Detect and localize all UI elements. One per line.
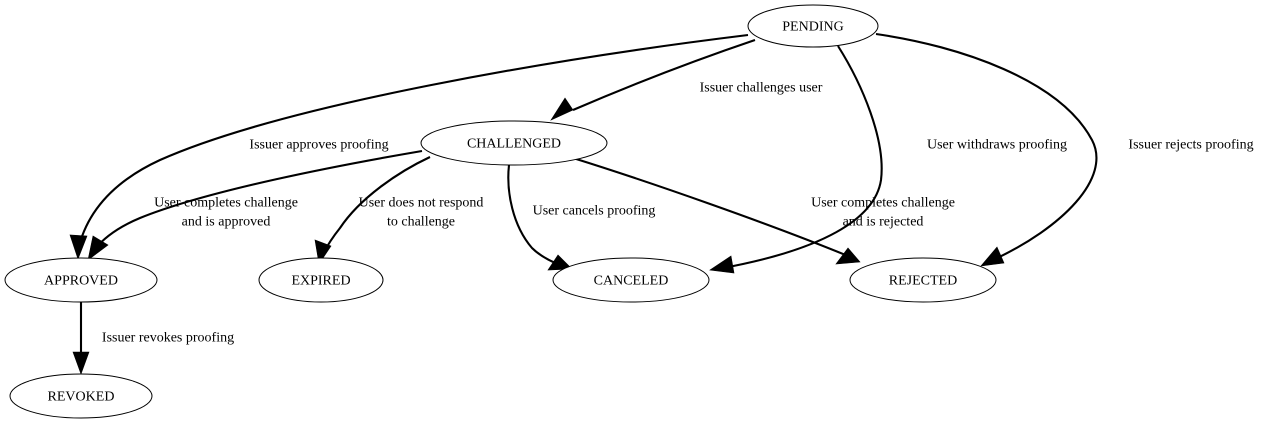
edge-label-line2: and is rejected xyxy=(843,215,924,230)
edge-path xyxy=(507,164,561,266)
node-label: CHALLENGED xyxy=(467,137,561,152)
node-revoked[interactable]: REVOKED xyxy=(9,373,153,419)
edge-label-line1: User completes challenge xyxy=(154,196,298,211)
edge-label-line2: and is approved xyxy=(182,215,271,230)
node-shape[interactable] xyxy=(420,120,608,166)
node-shape[interactable] xyxy=(4,257,158,303)
arrowhead-icon xyxy=(547,254,573,271)
edge-path xyxy=(93,149,423,251)
node-shape[interactable] xyxy=(747,4,879,48)
node-shape[interactable] xyxy=(552,257,710,303)
node-pending[interactable]: PENDING xyxy=(747,4,879,48)
arrowhead-icon xyxy=(709,255,735,274)
node-label: REJECTED xyxy=(889,274,957,289)
arrowhead-icon xyxy=(72,351,90,375)
node-challenged[interactable]: CHALLENGED xyxy=(420,120,608,166)
edge-pending-approved: Issuer approves proofing xyxy=(69,33,749,260)
node-rejected[interactable]: REJECTED xyxy=(849,257,997,303)
node-label: EXPIRED xyxy=(291,274,350,289)
arrowhead-icon xyxy=(550,97,574,121)
node-canceled[interactable]: CANCELED xyxy=(552,257,710,303)
edge-label: Issuer rejects proofing xyxy=(1128,138,1253,153)
edge-label-line2: to challenge xyxy=(387,215,455,230)
edge-path xyxy=(572,156,849,257)
node-label: REVOKED xyxy=(48,390,115,405)
node-label: PENDING xyxy=(782,20,843,35)
node-label: CANCELED xyxy=(594,274,669,289)
edge-approved-revoked: Issuer revokes proofing xyxy=(72,302,234,375)
node-expired[interactable]: EXPIRED xyxy=(258,257,384,303)
edge-challenged-approved: User completes challenge and is approved xyxy=(87,149,423,261)
edge-label-line1: User completes challenge xyxy=(811,196,955,211)
edge-challenged-rejected: User completes challenge and is rejected xyxy=(572,156,955,265)
edge-challenged-expired: User does not respond to challenge xyxy=(314,156,484,265)
arrowhead-icon xyxy=(835,247,861,265)
edge-pending-challenged: Issuer challenges user xyxy=(550,39,823,121)
edge-label: Issuer approves proofing xyxy=(249,138,388,153)
arrowhead-icon xyxy=(980,246,1005,267)
node-label: APPROVED xyxy=(44,274,118,289)
edge-path xyxy=(875,32,1098,261)
edge-label: User cancels proofing xyxy=(533,204,656,219)
node-shape[interactable] xyxy=(258,257,384,303)
edge-challenged-canceled: User cancels proofing xyxy=(507,164,656,271)
edge-label: Issuer challenges user xyxy=(700,81,823,96)
node-shape[interactable] xyxy=(849,257,997,303)
edge-path xyxy=(722,45,883,270)
arrowhead-icon xyxy=(87,235,109,261)
edge-label: User withdraws proofing xyxy=(927,138,1067,153)
node-shape[interactable] xyxy=(9,373,153,419)
edge-path xyxy=(572,39,756,111)
node-approved[interactable]: APPROVED xyxy=(4,257,158,303)
arrowhead-icon xyxy=(69,234,88,260)
edge-pending-rejected: Issuer rejects proofing xyxy=(875,32,1254,267)
edge-path xyxy=(77,33,749,247)
edge-label: Issuer revokes proofing xyxy=(102,331,234,346)
edge-label-line1: User does not respond xyxy=(359,196,484,211)
edge-pending-canceled: User withdraws proofing xyxy=(709,45,1067,274)
